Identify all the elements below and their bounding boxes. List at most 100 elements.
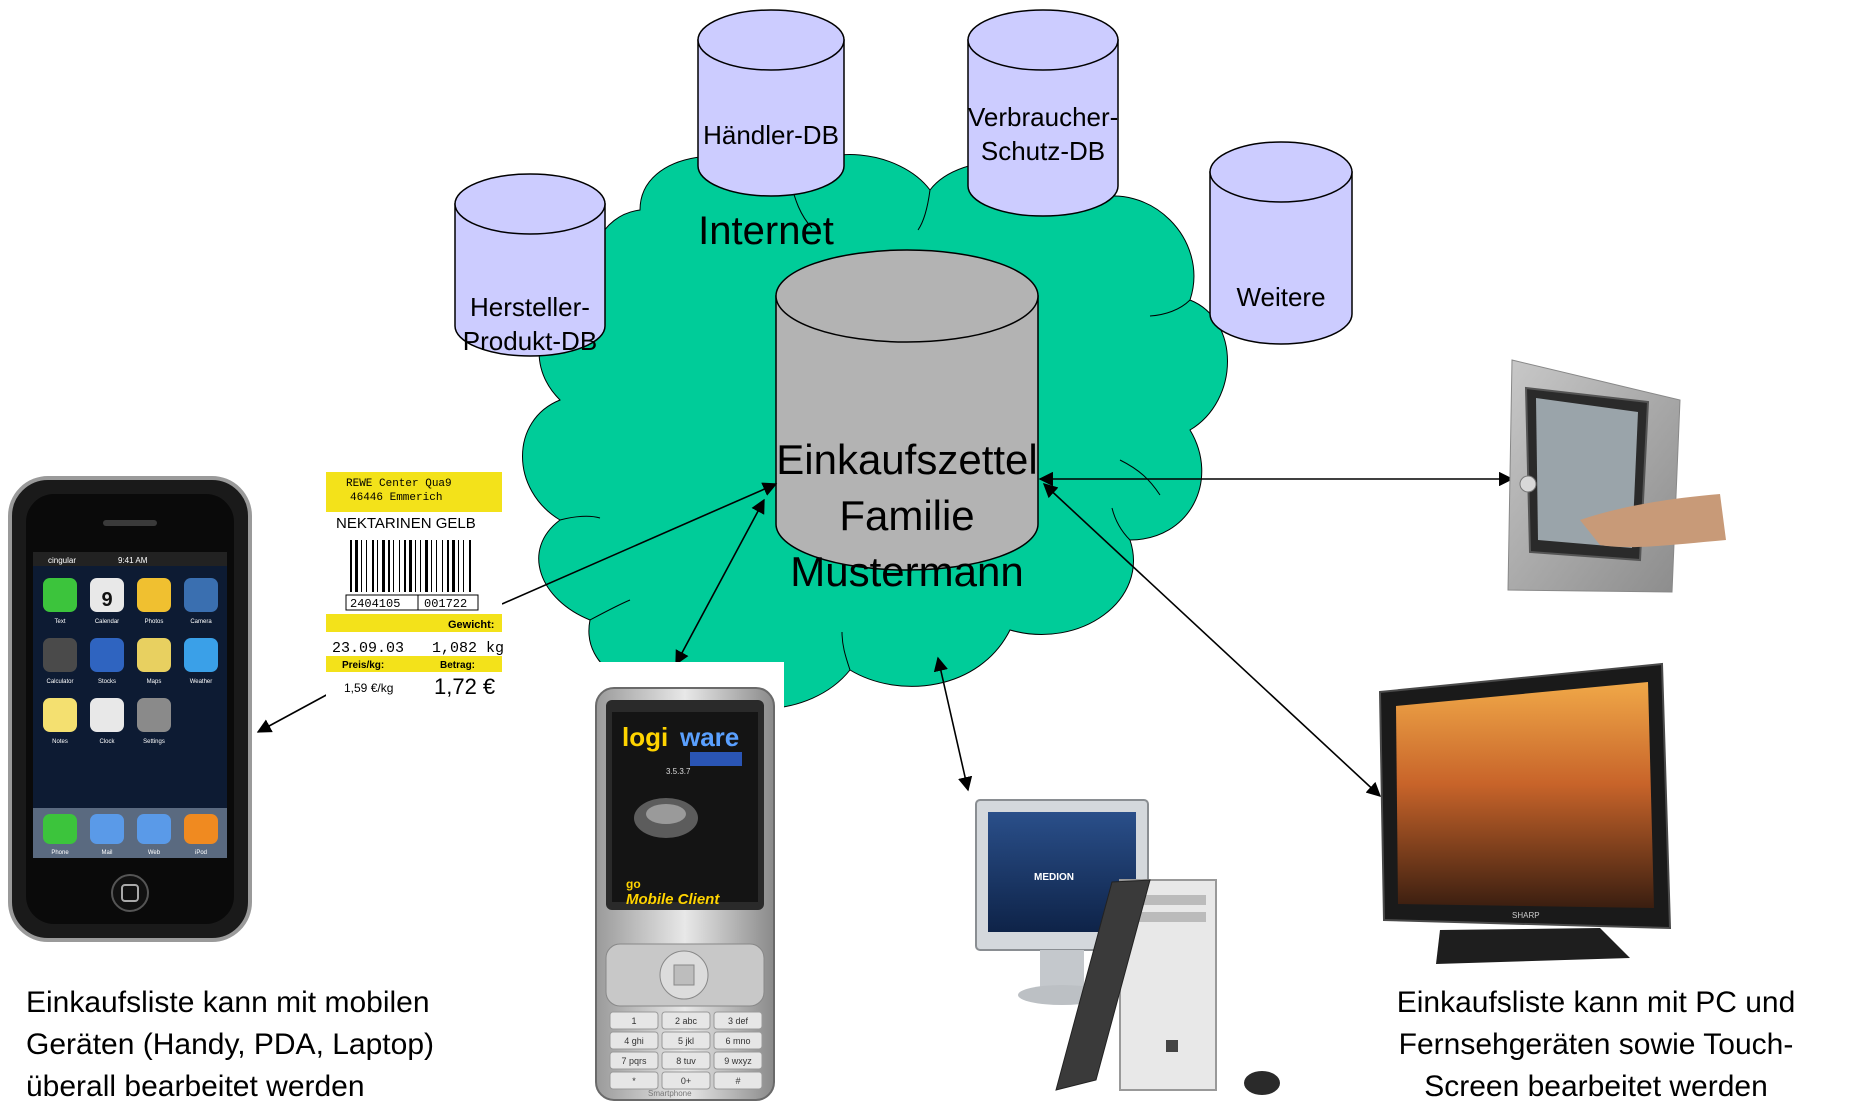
app-icon-settings [137,698,171,732]
tv-device: SHARP [1378,662,1672,964]
app-label-calendar: Calendar [95,619,119,625]
calendar-day-label: 9 [101,589,112,611]
keypad-key-label: 4 ghi [624,1036,644,1046]
keypad-key [713,1031,763,1050]
svg-text:logi: logi [622,722,668,752]
arrow-db-tv [1042,483,1382,797]
pc-device: MEDION [975,799,1280,1095]
barcode [350,540,471,592]
dock-icon-ipod [184,814,218,844]
touchscreen-device [1507,359,1726,593]
keypad-key-label: * [632,1076,636,1086]
db-haendler [697,9,845,197]
app-label-text: Text [54,619,65,625]
svg-text:cingular: cingular [48,556,76,565]
app-icon-text [43,578,77,612]
svg-text:1,082 kg: 1,082 kg [432,640,504,657]
svg-text:1,59 €/kg: 1,59 €/kg [344,681,393,695]
keypad-key-label: 8 tuv [676,1056,696,1066]
connector-arrows [256,471,1514,797]
caption-mobile: Einkaufsliste kann mit mobilen Geräten (… [26,986,434,1103]
db-verbraucher-label: Verbraucher-Schutz-DB [968,102,1119,166]
svg-text:9:41 AM: 9:41 AM [118,556,148,565]
svg-text:3.5.3.7: 3.5.3.7 [666,767,691,776]
keypad-key-label: 3 def [728,1016,749,1026]
db-hersteller-label: Hersteller-Produkt-DB [462,292,598,356]
app-icon-photos [137,578,171,612]
svg-text:Preis/kg:: Preis/kg: [342,660,384,671]
iphone-device: cingular 9:41 AM Text Calendar Photos Camer… [8,476,252,942]
dock-label-mail: Mail [101,850,112,856]
app-icon-stocks [90,638,124,672]
db-hersteller [454,173,606,357]
keypad-key [713,1051,763,1070]
receipt-label: REWE Center Qua9 46446 Emmerich NEKTARIN… [326,472,504,699]
dock-icon-phone [43,814,77,844]
svg-text:MEDION: MEDION [1034,872,1074,883]
svg-text:2404105: 2404105 [350,597,400,611]
app-label-maps: Maps [147,679,162,685]
keypad-key [609,1031,659,1050]
keypad-key [661,1051,711,1070]
svg-text:46446 Emmerich: 46446 Emmerich [350,492,442,504]
keypad-key [609,1011,659,1030]
keypad-key-label: 5 jkl [678,1036,694,1046]
dock-icon-mail [90,814,124,844]
keypad-key-label: 2 abc [675,1016,698,1026]
svg-text:NEKTARINEN GELB: NEKTARINEN GELB [336,515,476,532]
keypad-key [609,1051,659,1070]
svg-text:1,72 €: 1,72 € [434,674,495,699]
keypad-key-label: 7 pqrs [621,1056,647,1066]
app-label-clock: Clock [99,739,115,745]
keypad-key [661,1011,711,1030]
keypad-key [661,1031,711,1050]
app-icon-weather [184,638,218,672]
app-label-settings: Settings [143,739,165,745]
app-icon-maps [137,638,171,672]
dock-label-web: Web [148,850,161,856]
dock-label-phone: Phone [51,850,69,856]
arrow-receipt-to-iphone [256,692,331,733]
keypad-key-label: 1 [631,1016,636,1026]
app-label-camera: Camera [190,619,212,625]
keypad-key [609,1071,659,1090]
svg-text:Smartphone: Smartphone [648,1089,692,1098]
keypad-key-label: # [735,1076,740,1086]
keypad-key [713,1071,763,1090]
smartphone-device: logi ware 3.5.3.7 go Mobile Client 1 2 ab… [588,662,784,1102]
keypad-key [661,1071,711,1090]
app-icon-camera [184,578,218,612]
svg-text:Betrag:: Betrag: [440,660,475,671]
keypad-key-label: 6 mno [725,1036,750,1046]
dock-icon-web [137,814,171,844]
db-verbraucher [967,9,1119,217]
app-icon-clock [90,698,124,732]
svg-text:23.09.03: 23.09.03 [332,640,404,657]
db-weitere [1209,141,1353,345]
internet-label: Internet [698,209,834,253]
svg-text:REWE Center Qua9: REWE Center Qua9 [346,478,452,490]
keypad-key [713,1011,763,1030]
arrow-db-smartphone [675,498,765,666]
app-label-photos: Photos [145,619,164,625]
arrow-db-pc [933,656,973,792]
svg-text:SHARP: SHARP [1512,911,1540,920]
central-database [775,249,1039,571]
svg-text:Mobile Client: Mobile Client [626,891,720,908]
dock-label-ipod: iPod [195,850,207,856]
central-db-label: Einkaufszettel Familie Mustermann [776,436,1038,595]
app-icon-notes [43,698,77,732]
app-icon-calculator [43,638,77,672]
app-label-weather: Weather [190,679,213,685]
keypad-key-label: 0+ [681,1076,691,1086]
svg-text:ware: ware [679,722,739,752]
db-haendler-label: Händler-DB [703,120,839,150]
app-label-notes: Notes [52,739,68,745]
app-label-calculator: Calculator [46,679,73,685]
keypad-key-label: 9 wxyz [724,1056,752,1066]
svg-text:go: go [626,877,641,891]
app-label-stocks: Stocks [98,679,116,685]
app-icon-calendar [90,578,124,612]
caption-pc-tv: Einkaufsliste kann mit PC und Fernsehger… [1396,986,1796,1103]
